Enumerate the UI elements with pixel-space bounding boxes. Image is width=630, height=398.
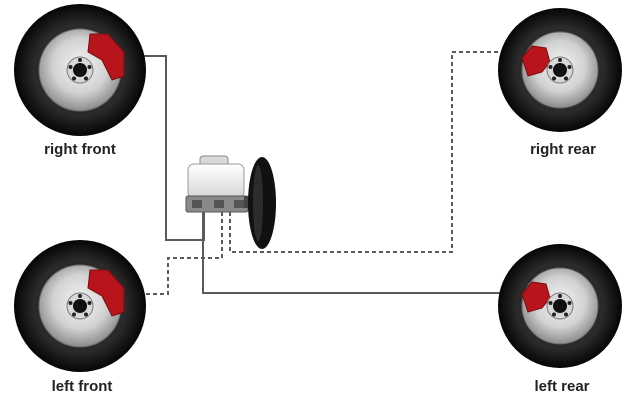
brake-booster-icon <box>244 157 276 249</box>
label-left-front: left front <box>51 378 113 395</box>
solid-line-left-rear <box>202 212 520 294</box>
wheel-left-front <box>14 240 146 372</box>
brake-lines <box>140 51 520 295</box>
label-right-front: right front <box>44 141 116 158</box>
brake-caliper-right-front <box>87 33 125 81</box>
wheel-right-rear <box>498 8 622 132</box>
label-left-rear: left rear <box>534 378 590 395</box>
dashed-line-left-front <box>140 212 223 295</box>
wheel-right-front <box>14 4 146 136</box>
dashed-line-right-rear <box>229 51 512 253</box>
label-right-rear: right rear <box>530 141 596 158</box>
wheel-left-rear <box>498 244 622 368</box>
brake-caliper-left-front <box>87 269 125 317</box>
brake-master-cylinder-icon <box>185 155 249 213</box>
